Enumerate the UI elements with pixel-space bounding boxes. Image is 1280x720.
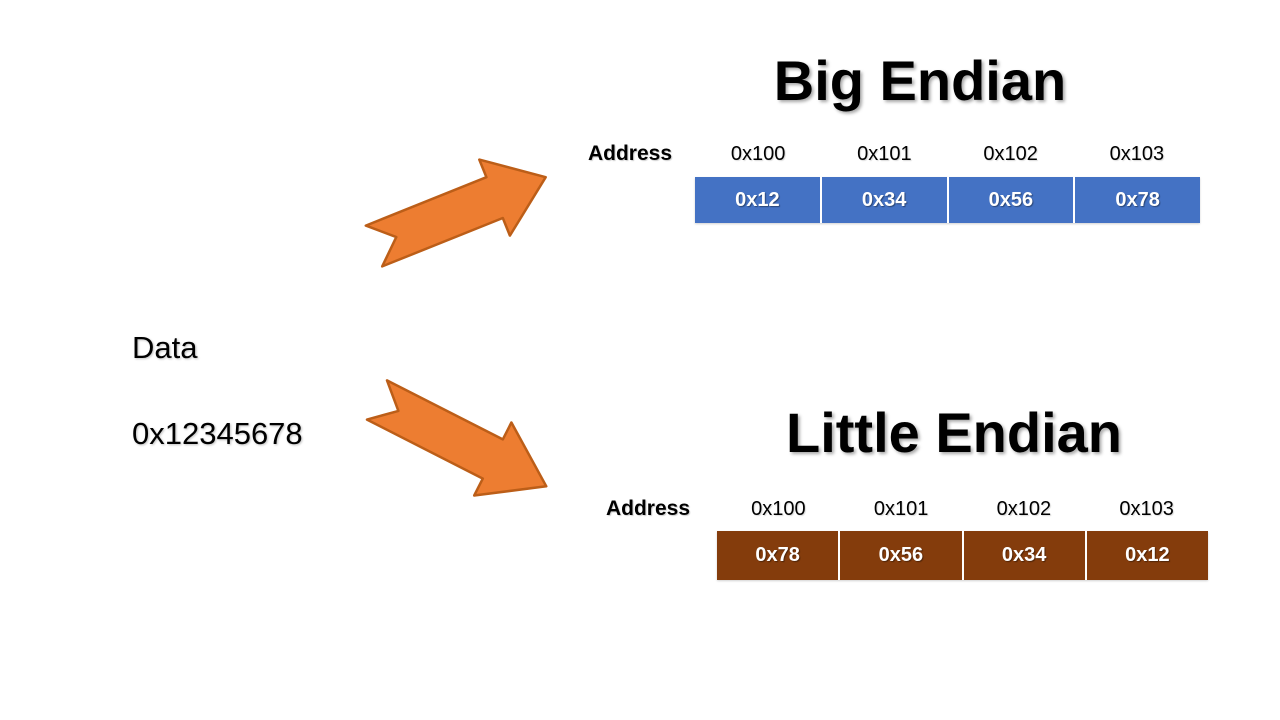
- big-endian-byte-row: 0x12 0x34 0x56 0x78: [695, 177, 1200, 223]
- address-cell: 0x101: [873, 498, 929, 520]
- big-endian-title: Big Endian: [773, 49, 1067, 112]
- big-endian-address-row: 0x100 0x101 0x102 0x103: [695, 143, 1200, 166]
- byte-cell: 0x12: [1086, 531, 1208, 580]
- big-endian-address-label: Address: [587, 142, 672, 165]
- little-endian-byte-row: 0x78 0x56 0x34 0x12: [717, 531, 1208, 580]
- address-cell: 0x100: [751, 498, 806, 520]
- little-endian-address-label: Address: [605, 497, 690, 520]
- data-word: Data: [132, 330, 198, 365]
- address-cell: 0x102: [983, 143, 1038, 165]
- address-cell: 0x101: [857, 143, 912, 165]
- little-endian-address-row: 0x100 0x101 0x102 0x103: [717, 498, 1208, 521]
- byte-cell: 0x12: [695, 177, 822, 223]
- byte-cell: 0x56: [840, 531, 964, 580]
- byte-cell: 0x78: [717, 531, 841, 580]
- byte-cell: 0x34: [963, 531, 1087, 580]
- byte-cell: 0x78: [1075, 177, 1200, 223]
- address-cell: 0x103: [1119, 498, 1174, 520]
- byte-cell: 0x56: [948, 177, 1076, 223]
- data-value-label: Data 0x12345678: [132, 283, 303, 498]
- arrow-down-right-icon: [365, 379, 548, 497]
- address-cell: 0x102: [996, 498, 1052, 520]
- address-cell: 0x103: [1109, 143, 1165, 165]
- byte-cell: 0x34: [821, 177, 949, 223]
- little-endian-title: Little Endian: [786, 401, 1122, 464]
- arrow-up-right-icon: [364, 158, 547, 268]
- data-hex-value: 0x12345678: [132, 416, 303, 451]
- address-cell: 0x100: [730, 143, 786, 165]
